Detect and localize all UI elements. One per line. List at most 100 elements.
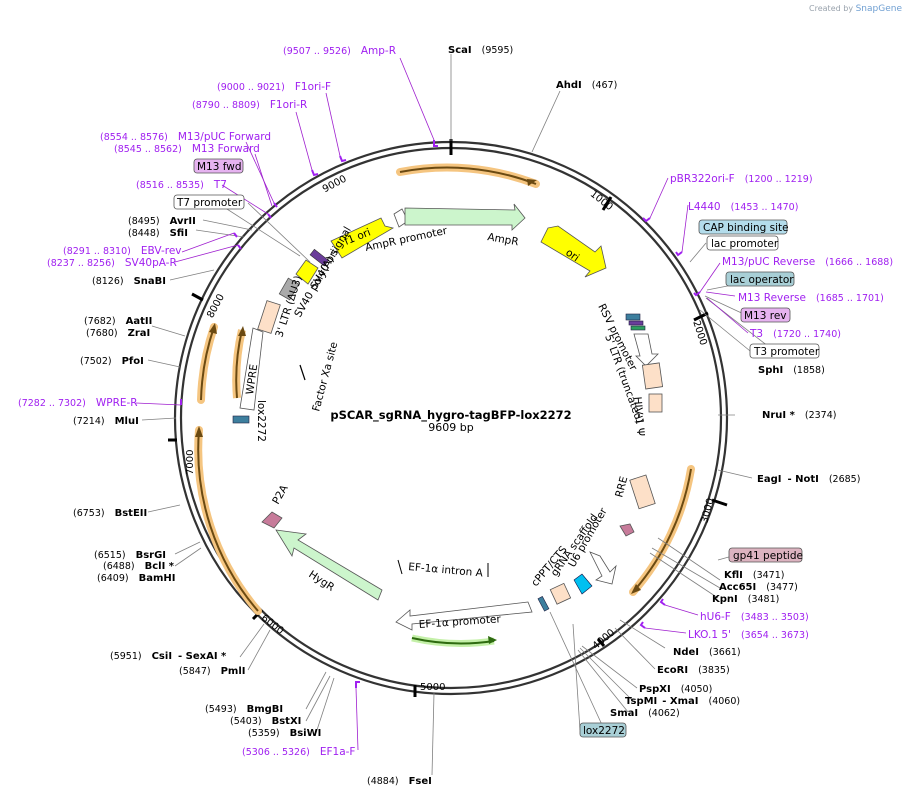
svg-text:(9000 .. 9021)F1ori-F: (9000 .. 9021)F1ori-F <box>217 81 331 93</box>
svg-text:(8545 .. 8562)M13 Forward: (8545 .. 8562)M13 Forward <box>114 143 260 155</box>
primer-amp-r: Amp-R <box>361 45 396 57</box>
tick-8000: 8000 <box>205 292 227 320</box>
cap-label: CAP binding site <box>703 222 789 234</box>
snapgene-credit: Created by SnapGene <box>809 4 902 14</box>
gp41-label: gp41 peptide <box>733 550 803 562</box>
svg-text:(8554 .. 8576)M13/pUC Forward: (8554 .. 8576)M13/pUC Forward <box>100 131 271 143</box>
p2a-label: P2A <box>270 482 291 506</box>
enzyme-bsteii: BstEII <box>115 508 148 519</box>
svg-text:KflI(3471): KflI(3471) <box>724 570 784 581</box>
primer-ebv-rev: EBV-rev <box>141 245 182 257</box>
enzyme-aatii: AatII <box>126 316 153 327</box>
tick-7000: 7000 <box>185 450 196 475</box>
primer-sv40pa-r: SV40pA-R <box>125 257 177 269</box>
hivpsi-label: HIV-1 Ψ <box>631 396 646 437</box>
svg-text:M13/pUC Reverse(1666 .. 1688): M13/pUC Reverse(1666 .. 1688) <box>722 256 893 268</box>
m13rev-label: M13 rev <box>744 310 787 322</box>
enzyme-mlui: MluI <box>115 416 139 427</box>
t7promoter-label: T7 promoter <box>176 197 243 209</box>
leader-lines <box>141 54 774 776</box>
svg-text:(9507 .. 9526)Amp-R: (9507 .. 9526)Amp-R <box>283 45 396 57</box>
lox2272-box-label: lox2272 <box>583 725 625 737</box>
primer-t7: T7 <box>213 179 227 191</box>
primer-m13-reverse: M13 Reverse <box>738 292 806 304</box>
enzyme-kpni: KpnI <box>712 594 738 605</box>
enzyme-acc65i: Acc65I <box>719 582 756 593</box>
svg-text:AhdI(467): AhdI(467) <box>556 80 617 91</box>
svg-text:(6515)BsrGI: (6515)BsrGI <box>94 550 166 561</box>
svg-text:(5359)BsiWI: (5359)BsiWI <box>248 728 321 739</box>
hygr-label: HygR <box>306 568 336 593</box>
svg-text:(7282 .. 7302)WPRE-R: (7282 .. 7302)WPRE-R <box>18 397 138 409</box>
tick-6000: 6000 <box>259 613 286 637</box>
enzyme-zrai: ZraI <box>128 328 151 339</box>
enzyme-scai: ScaI <box>448 45 472 56</box>
ef1promoter-label: EF-1α promoter <box>418 613 501 631</box>
svg-text:(5403)BstXI: (5403)BstXI <box>230 716 301 727</box>
primer-m13-forward: M13 Forward <box>192 143 260 155</box>
svg-text:Acc65I(3477): Acc65I(3477) <box>719 582 798 593</box>
svg-text:M13 Reverse(1685 .. 1701): M13 Reverse(1685 .. 1701) <box>738 292 884 304</box>
snapgene-brand: SnapGene <box>855 4 902 14</box>
svg-text:SmaI(4062): SmaI(4062) <box>610 708 680 719</box>
primer-marks <box>180 140 701 688</box>
factorxa-label: Factor Xa site <box>310 341 340 413</box>
enzyme-bcli: BclI * <box>145 561 175 572</box>
enzyme-pfoi: PfoI <box>122 356 144 367</box>
svg-text:(4884)FseI: (4884)FseI <box>367 776 432 787</box>
svg-text:(5493)BmgBI: (5493)BmgBI <box>205 704 283 715</box>
svg-text:TspMI- XmaI(4060): TspMI- XmaI(4060) <box>625 696 740 707</box>
svg-text:(6409)BamHI: (6409)BamHI <box>97 573 175 584</box>
svg-text:(8516 .. 8535)T7: (8516 .. 8535)T7 <box>136 179 227 191</box>
enzyme-pspxi: PspXI <box>639 684 671 695</box>
svg-text:(7680)ZraI: (7680)ZraI <box>86 328 150 339</box>
svg-text:(8790 .. 8809)F1ori-R: (8790 .. 8809)F1ori-R <box>192 99 307 111</box>
primer-labels: (9507 .. 9526)Amp-R (9000 .. 9021)F1ori-… <box>18 45 893 758</box>
primer-lines <box>135 57 749 751</box>
enzyme-kfli: KflI <box>724 570 743 581</box>
hygr-arrow <box>275 529 383 601</box>
t3promoter-label: T3 promoter <box>753 346 820 358</box>
enzyme-bmgbi: BmgBI <box>247 704 284 715</box>
svg-text:(8495)AvrII: (8495)AvrII <box>128 216 196 227</box>
inner-features <box>232 203 664 631</box>
svg-text:(5951)CsiI- SexAI *: (5951)CsiI- SexAI * <box>110 651 227 662</box>
enzyme-bstxi: BstXI <box>272 716 302 727</box>
primer-l4440: L4440 <box>688 201 721 213</box>
rre-label: RRE <box>613 475 630 499</box>
svg-text:ScaI(9595): ScaI(9595) <box>448 45 513 56</box>
lox2272-inner-label: lox2272 <box>255 400 267 442</box>
ampr-arrow <box>404 203 526 231</box>
svg-text:(7682)AatII: (7682)AatII <box>84 316 152 327</box>
primer-m13puc-reverse: M13/pUC Reverse <box>722 256 815 268</box>
svg-text:PspXI(4050): PspXI(4050) <box>639 684 712 695</box>
primer-ef1a-f: EF1a-F <box>320 746 356 758</box>
primer-f1ori-r: F1ori-R <box>270 99 307 111</box>
enzyme-labels: ScaI(9595) AhdI(467) SphI(1858) NruI *(2… <box>73 45 860 787</box>
enzyme-bsiwi: BsiWI <box>290 728 322 739</box>
ampr-label: AmpR <box>486 231 519 248</box>
enzyme-eagi: EagI <box>757 474 781 485</box>
primer-t3: T3 <box>749 328 763 340</box>
svg-text:LKO.1 5'(3654 .. 3673): LKO.1 5'(3654 .. 3673) <box>688 629 809 641</box>
primer-hu6-f: hU6-F <box>700 611 731 623</box>
wpre-label: WPRE <box>244 363 260 395</box>
enzyme-bsrgi: BsrGI <box>136 550 166 561</box>
svg-text:(8291 .. 8310)EBV-rev: (8291 .. 8310)EBV-rev <box>63 245 182 257</box>
orange-arcs <box>194 163 695 647</box>
lacpromoter-label: lac promoter <box>711 238 779 250</box>
tick-5000: 5000 <box>420 682 445 693</box>
svg-text:L4440(1453 .. 1470): L4440(1453 .. 1470) <box>688 201 798 213</box>
primer-f1ori-f: F1ori-F <box>295 81 331 93</box>
svg-text:(7214)MluI: (7214)MluI <box>73 416 139 427</box>
svg-text:(7502)PfoI: (7502)PfoI <box>80 356 144 367</box>
svg-text:pBR322ori-F(1200 .. 1219): pBR322ori-F(1200 .. 1219) <box>670 173 813 185</box>
enzyme-nrui: NruI * <box>762 410 796 421</box>
enzyme-bamhi: BamHI <box>139 573 176 584</box>
enzyme-csii: CsiI <box>152 651 172 662</box>
enzyme-ndei: NdeI <box>673 647 699 658</box>
primer-lko1: LKO.1 5' <box>688 629 731 641</box>
svg-text:(6488)BclI *: (6488)BclI * <box>103 561 175 572</box>
ori-arrow <box>540 225 607 278</box>
